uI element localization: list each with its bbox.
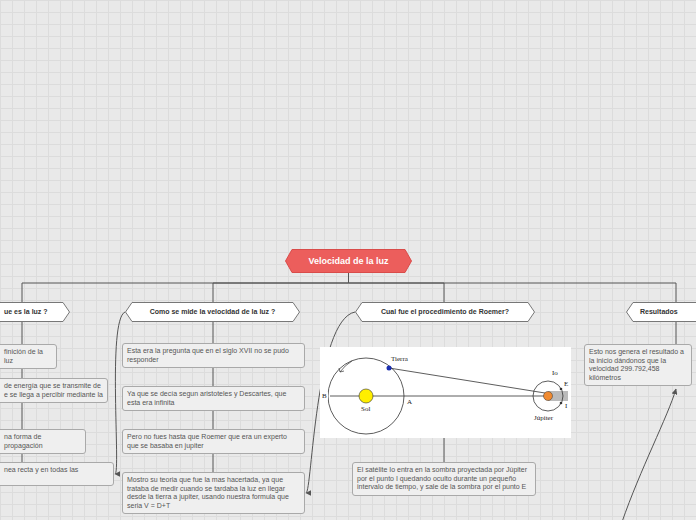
node-text: Cual fue el procedimiento de Roemer? bbox=[355, 302, 535, 322]
offpage-connector bbox=[622, 389, 676, 520]
topic-heading: Como se mide la velocidad de la luz ? bbox=[125, 302, 300, 322]
branch-line bbox=[22, 454, 23, 462]
node-text: Ya que se decía segun aristoteles y Desc… bbox=[127, 390, 300, 407]
node-text: finición de la luz bbox=[4, 348, 52, 365]
figure-label: Júpiter bbox=[533, 414, 554, 422]
topic-heading: Resultados bbox=[626, 302, 696, 322]
branch-line bbox=[22, 273, 349, 302]
topic-heading: Cual fue el procedimiento de Roemer? bbox=[355, 302, 535, 322]
note-box: Ya que se decía segun aristoteles y Desc… bbox=[122, 386, 305, 411]
node-text: Velocidad de la luz bbox=[285, 249, 412, 273]
figure-label: Io bbox=[551, 369, 559, 377]
note-box: Esta era la pregunta que en el siglo XVI… bbox=[122, 343, 305, 368]
figure-label: I bbox=[564, 402, 568, 410]
figure-label: A bbox=[406, 398, 413, 406]
branch-line bbox=[22, 369, 23, 378]
node-text: na forma de propagación bbox=[4, 433, 81, 450]
figure-label: Tierra bbox=[390, 355, 409, 363]
note-box: El satélite Io entra en la sombra proyec… bbox=[352, 462, 536, 496]
branch-line bbox=[676, 322, 677, 344]
note-box: na forma de propagación bbox=[0, 429, 86, 454]
node-text: Resultados bbox=[640, 302, 696, 322]
node-text: Esto nos genera el resultado a la inicio… bbox=[589, 348, 687, 382]
branch-line bbox=[213, 454, 214, 472]
node-text: Esta era la pregunta que en el siglo XVI… bbox=[127, 347, 300, 364]
branch-line bbox=[349, 273, 677, 302]
central-topic: Velocidad de la luz bbox=[285, 249, 412, 273]
note-box: finición de la luz bbox=[0, 344, 57, 369]
node-text: El satélite Io entra en la sombra proyec… bbox=[357, 466, 531, 492]
node-text: ue es la luz ? bbox=[4, 302, 70, 322]
figure-label: Sol bbox=[360, 405, 371, 413]
branch-line bbox=[213, 368, 214, 386]
note-box: Pero no fues hasta que Roemer que era un… bbox=[122, 429, 305, 454]
node-text: nea recta y en todas las bbox=[4, 466, 109, 475]
branch-line bbox=[22, 403, 23, 429]
branch-line bbox=[213, 273, 349, 302]
note-box: Esto nos genera el resultado a la inicio… bbox=[584, 344, 692, 386]
node-text: Pero no fues hasta que Roemer que era un… bbox=[127, 433, 300, 450]
figure-label: B bbox=[321, 392, 328, 400]
note-box: Mostro su teoria que fue la mas hacertad… bbox=[122, 472, 305, 514]
node-text: de energía que se transmite de e se lleg… bbox=[4, 382, 103, 399]
note-box: nea recta y en todas las bbox=[0, 462, 114, 486]
branch-line bbox=[349, 273, 445, 302]
node-text: Mostro su teoria que fue la mas hacertad… bbox=[127, 476, 300, 510]
figure-label: E bbox=[563, 380, 569, 388]
branch-line bbox=[213, 411, 214, 429]
note-box: de energía que se transmite de e se lleg… bbox=[0, 378, 108, 403]
branch-line bbox=[213, 322, 214, 343]
branch-line bbox=[444, 438, 445, 462]
branch-line bbox=[22, 322, 23, 344]
topic-heading: ue es la luz ? bbox=[0, 302, 70, 322]
node-text: Como se mide la velocidad de la luz ? bbox=[125, 302, 300, 322]
